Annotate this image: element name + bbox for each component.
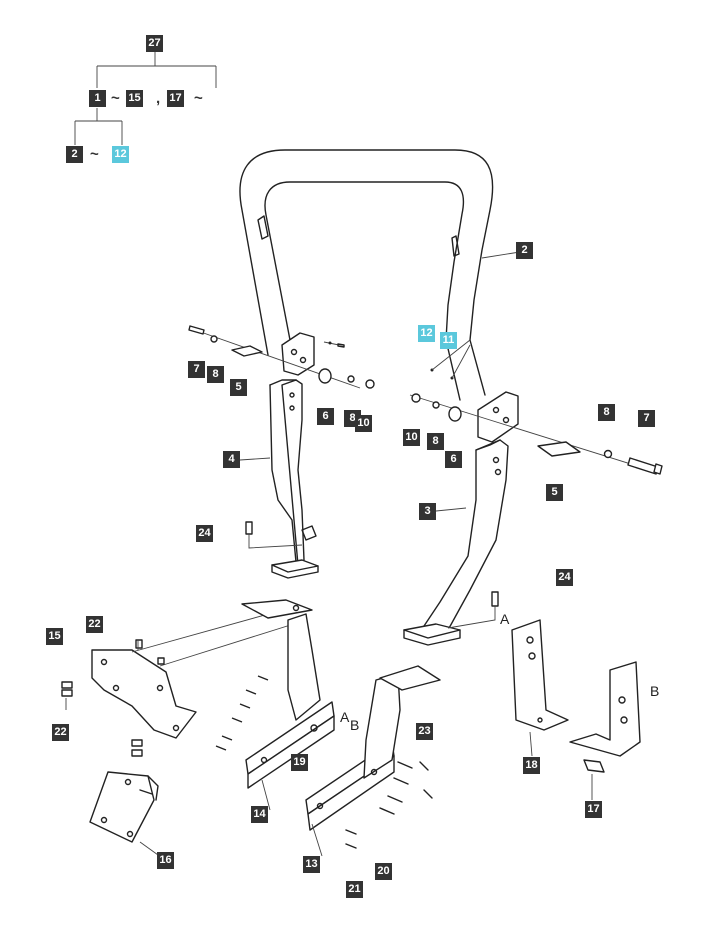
range-tilde: ~ <box>111 90 120 107</box>
callout-8[interactable]: 8 <box>598 404 615 421</box>
callout-1[interactable]: 1 <box>89 90 106 107</box>
callout-22[interactable]: 22 <box>86 616 103 633</box>
callout-4[interactable]: 4 <box>223 451 240 468</box>
callout-18[interactable]: 18 <box>523 757 540 774</box>
callout-3[interactable]: 3 <box>419 503 436 520</box>
callout-24[interactable]: 24 <box>556 569 573 586</box>
callout-24[interactable]: 24 <box>196 525 213 542</box>
range-tilde: ~ <box>90 146 99 163</box>
ref-letter-a: A <box>500 611 510 627</box>
callout-12-highlighted[interactable]: 12 <box>418 325 435 342</box>
callout-7[interactable]: 7 <box>188 361 205 378</box>
right-pin-stack <box>409 339 663 475</box>
callout-5[interactable]: 5 <box>546 484 563 501</box>
callout-10[interactable]: 10 <box>355 415 372 432</box>
bracket-18 <box>511 619 569 731</box>
range-tilde: ~ <box>194 90 203 107</box>
callout-12-highlighted[interactable]: 12 <box>112 146 129 163</box>
callout-5[interactable]: 5 <box>230 379 247 396</box>
right-upright <box>403 439 509 646</box>
list-comma: , <box>156 90 161 107</box>
callout-21[interactable]: 21 <box>346 881 363 898</box>
callout-15[interactable]: 15 <box>126 90 143 107</box>
callout-8[interactable]: 8 <box>207 366 224 383</box>
callout-11-highlighted[interactable]: 11 <box>440 332 457 349</box>
callout-6[interactable]: 6 <box>445 451 462 468</box>
bolts-24 <box>245 521 499 629</box>
left-pin-stack <box>188 325 375 389</box>
callout-17[interactable]: 17 <box>167 90 184 107</box>
tree-lines <box>74 52 217 145</box>
callout-7[interactable]: 7 <box>638 410 655 427</box>
callout-2[interactable]: 2 <box>66 146 83 163</box>
callout-13[interactable]: 13 <box>303 856 320 873</box>
callout-23[interactable]: 23 <box>416 723 433 740</box>
callout-14[interactable]: 14 <box>251 806 268 823</box>
leader-lines <box>65 250 593 861</box>
callout-22[interactable]: 22 <box>52 724 69 741</box>
callout-8[interactable]: 8 <box>427 433 444 450</box>
ref-letter-b: B <box>350 717 360 733</box>
callout-2[interactable]: 2 <box>516 242 533 259</box>
ref-letter-a: A <box>340 709 350 725</box>
bracket-15 <box>61 607 301 757</box>
callout-6[interactable]: 6 <box>317 408 334 425</box>
bracket-16 <box>89 771 159 843</box>
upper-hoop <box>239 149 519 443</box>
callout-27[interactable]: 27 <box>146 35 163 52</box>
bracket-17 <box>569 661 641 773</box>
mount-14 <box>215 599 335 789</box>
ref-letter-b: B <box>650 683 660 699</box>
callout-19[interactable]: 19 <box>291 754 308 771</box>
callout-10[interactable]: 10 <box>403 429 420 446</box>
left-upright <box>269 379 319 579</box>
callout-17[interactable]: 17 <box>585 801 602 818</box>
callout-15[interactable]: 15 <box>46 628 63 645</box>
callout-20[interactable]: 20 <box>375 863 392 880</box>
callout-16[interactable]: 16 <box>157 852 174 869</box>
mount-13 <box>305 665 441 849</box>
